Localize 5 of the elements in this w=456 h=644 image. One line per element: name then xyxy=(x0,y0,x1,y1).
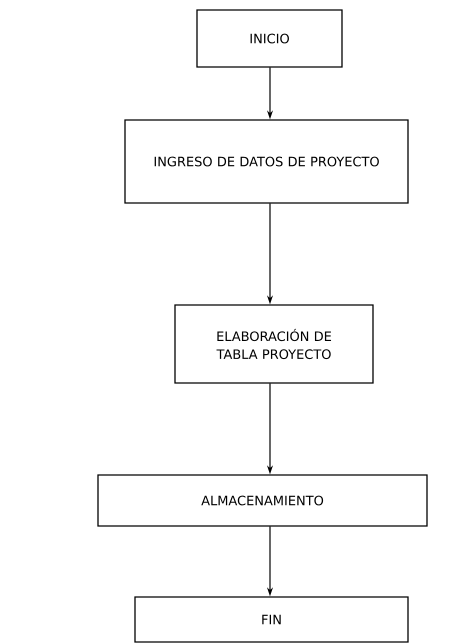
process-box: ELABORACIÓN DE TABLA PROYECTO xyxy=(174,304,374,384)
process-box: INICIO xyxy=(196,9,343,68)
process-box: INGRESO DE DATOS DE PROYECTO xyxy=(124,119,409,204)
process-box: FIN xyxy=(134,596,409,643)
process-box: ALMACENAMIENTO xyxy=(97,474,428,527)
